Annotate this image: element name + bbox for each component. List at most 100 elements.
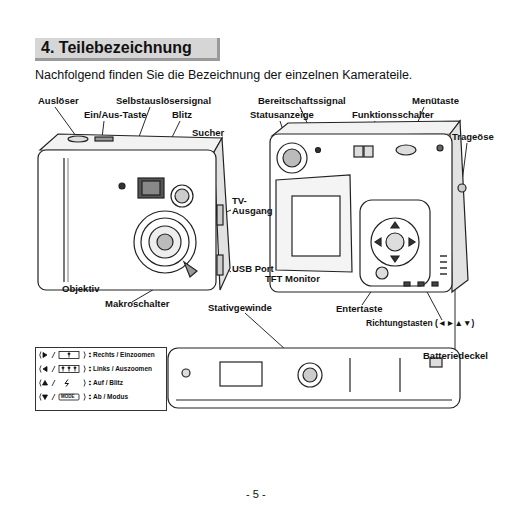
front-camera-part [68, 158, 69, 282]
back-camera-part [432, 282, 438, 286]
legend-sample-part [89, 398, 90, 399]
bottom-view-part [220, 362, 262, 386]
legend-sample-part [75, 369, 76, 372]
front-camera-part [119, 183, 125, 189]
part-label: Selbstauslösersignal [116, 96, 211, 106]
legend-sample [40, 352, 91, 359]
leader-lines-part [55, 107, 76, 136]
legend-sample-part [43, 367, 47, 372]
front-camera-part [95, 137, 113, 141]
legend-text: Ab / Modus [93, 394, 128, 401]
part-label: TFT Monitor [265, 274, 320, 284]
legend-sample-part [52, 380, 55, 386]
front-camera-part [171, 185, 193, 207]
part-label: Trageöse [452, 132, 494, 142]
back-camera-part [386, 233, 404, 251]
part-label: Auslöser [38, 96, 79, 106]
legend-sample-part [43, 353, 47, 358]
bottom-view-part [349, 358, 350, 392]
back-camera-part [316, 148, 321, 153]
front-camera-part [38, 150, 216, 290]
legend-sample-part [89, 370, 90, 371]
legend-sample-part [69, 369, 70, 372]
legend-sample-part [68, 367, 70, 369]
legend-sample-part [43, 381, 48, 386]
part-label: Batteriedeckel [423, 351, 488, 361]
legend-sample [40, 366, 91, 373]
front-camera-part [63, 158, 64, 282]
legend-sample-part [52, 352, 55, 358]
bottom-view-part [182, 369, 190, 377]
legend-text: Auf / Blitz [93, 380, 123, 387]
front-camera-part [149, 226, 181, 258]
back-camera-part [270, 134, 452, 292]
legend-sample-part [69, 355, 70, 358]
front-camera-part [141, 218, 189, 266]
part-label: Objektiv [62, 284, 100, 294]
back-camera-part [450, 121, 468, 292]
back-camera-part [404, 282, 410, 286]
intro-text: Nachfolgend finden Sie die Bezeichnung d… [35, 69, 412, 83]
back-camera-part-part [440, 267, 447, 268]
back-camera-part-part [440, 261, 447, 262]
front-camera-part [217, 255, 223, 275]
back-camera [270, 121, 468, 292]
back-camera-part [364, 146, 373, 157]
back-camera-part [292, 196, 340, 256]
back-camera-part [375, 222, 415, 262]
back-camera-part [440, 256, 447, 274]
legend-sample-part [89, 353, 90, 354]
legend-sample-part [62, 367, 64, 369]
legend-sample-part [59, 352, 79, 359]
legend-sample-part [52, 394, 55, 400]
front-camera-part [184, 262, 197, 277]
part-label: Ein/Aus-Taste [84, 110, 147, 120]
bottom-view [168, 348, 460, 408]
part-label: Bereitschaftssignal [258, 96, 346, 106]
legend-sample-part [89, 384, 90, 385]
back-camera-part [458, 184, 466, 192]
legend-text: Links / Auszoomen [93, 366, 152, 373]
legend-sample-part [59, 366, 79, 373]
legend-text: Rechts / Einzoomen [93, 352, 155, 359]
back-camera-part [371, 218, 419, 266]
front-camera-part [68, 136, 88, 142]
legend-sample-part [68, 353, 70, 355]
back-camera-part [283, 149, 301, 167]
legend-sample-part [84, 352, 85, 359]
bottom-view-part [176, 399, 452, 400]
part-label: Menütaste [412, 96, 459, 106]
page-number: - 5 - [246, 488, 266, 500]
part-label: TV- Ausgang [232, 196, 276, 217]
back-camera-part-part [440, 273, 447, 274]
legend-sample-part [65, 380, 69, 387]
back-camera-part [276, 175, 352, 272]
legend-symbols [40, 352, 91, 401]
back-camera-part [354, 146, 363, 157]
bottom-view-part [303, 368, 317, 382]
legend-sample-part [89, 356, 90, 357]
legend-sample-part [84, 394, 85, 401]
part-label: Makroschalter [105, 299, 169, 309]
back-camera-part [277, 143, 307, 173]
part-label: Entertaste [336, 304, 382, 314]
back-camera-part [418, 282, 424, 286]
part-label: Stativgewinde [208, 303, 272, 313]
page-title: 4. Teilebezeichnung [35, 38, 220, 61]
part-label: Blitz [172, 110, 192, 120]
legend-sample-part [40, 394, 41, 401]
bottom-view-part [399, 358, 400, 392]
front-camera-part [217, 205, 223, 225]
legend-sample-part [84, 380, 85, 387]
legend-sample-part [89, 367, 90, 368]
bottom-view-part [298, 363, 322, 387]
back-camera-part [360, 200, 430, 286]
legend-sample [40, 394, 91, 401]
back-camera-part [376, 267, 388, 279]
legend-sample-part [89, 381, 90, 382]
symbol-label: MODE [61, 395, 75, 400]
front-camera-part [142, 181, 160, 195]
legend-sample-part [59, 394, 79, 400]
part-label: USB Port [232, 264, 274, 274]
